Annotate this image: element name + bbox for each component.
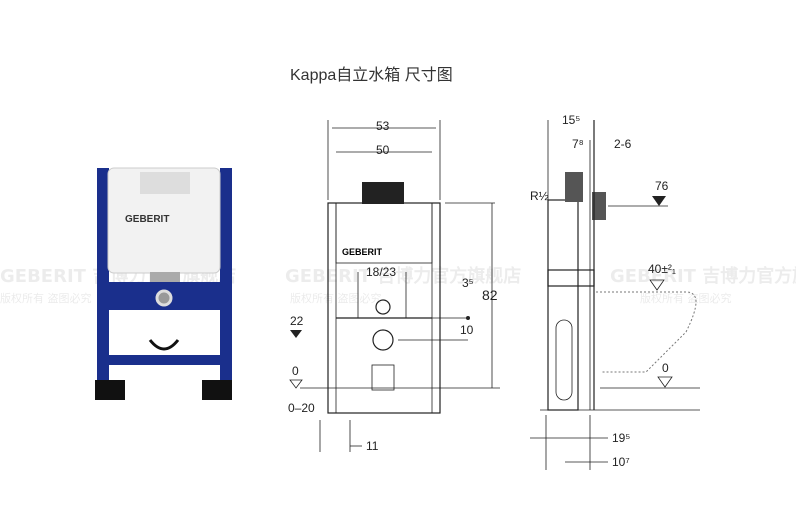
inlet-label: R½ bbox=[530, 189, 549, 203]
level-left: 22 bbox=[290, 314, 304, 328]
page-title: Kappa自立水箱 尺寸图 bbox=[290, 66, 453, 84]
floor-zero: 0 bbox=[292, 364, 299, 378]
dim-wall-range: 2-6 bbox=[614, 137, 632, 151]
dim-height: 82 bbox=[482, 287, 498, 303]
watermark-text: GEBERIT 吉博力官方旗舰店 bbox=[610, 265, 796, 287]
dim-depth-bottom: 19⁵ bbox=[612, 431, 630, 445]
watermark-text: 版权所有 盗图必究 bbox=[640, 291, 732, 305]
watermark-text: 版权所有 盗图必究 bbox=[0, 291, 92, 305]
dim-offset-mid: 10 bbox=[460, 323, 474, 337]
front-view: GEBERIT 53 50 82 18/23 3⁵ 10 22 0 0–20 1… bbox=[288, 119, 500, 453]
dim-depth-foot: 10⁷ bbox=[612, 455, 630, 469]
brand-logo: GEBERIT bbox=[342, 247, 383, 257]
dim-foot: 11 bbox=[366, 439, 379, 453]
dim-flush-spacing: 18/23 bbox=[366, 265, 396, 279]
product-photo: GEBERIT bbox=[95, 167, 232, 400]
watermark-text: GEBERIT 吉博力官方旗舰店 bbox=[285, 265, 521, 287]
dim-bowl-height: 40±²₁ bbox=[648, 262, 676, 276]
side-floor-zero: 0 bbox=[662, 361, 669, 375]
dim-width-inner: 50 bbox=[376, 143, 390, 157]
side-view: 15⁵ 7⁸ 2-6 R½ 76 40±²₁ 0 19⁵ 10⁷ bbox=[530, 113, 700, 470]
dim-depth-top: 15⁵ bbox=[562, 113, 580, 127]
dim-inlet-height: 76 bbox=[655, 179, 669, 193]
brand-logo: GEBERIT bbox=[125, 214, 169, 225]
dim-offset-top: 3⁵ bbox=[462, 276, 474, 290]
dim-width-outer: 53 bbox=[376, 119, 390, 133]
dim-depth-inner: 7⁸ bbox=[572, 137, 584, 151]
dim-floor-range: 0–20 bbox=[288, 401, 315, 415]
